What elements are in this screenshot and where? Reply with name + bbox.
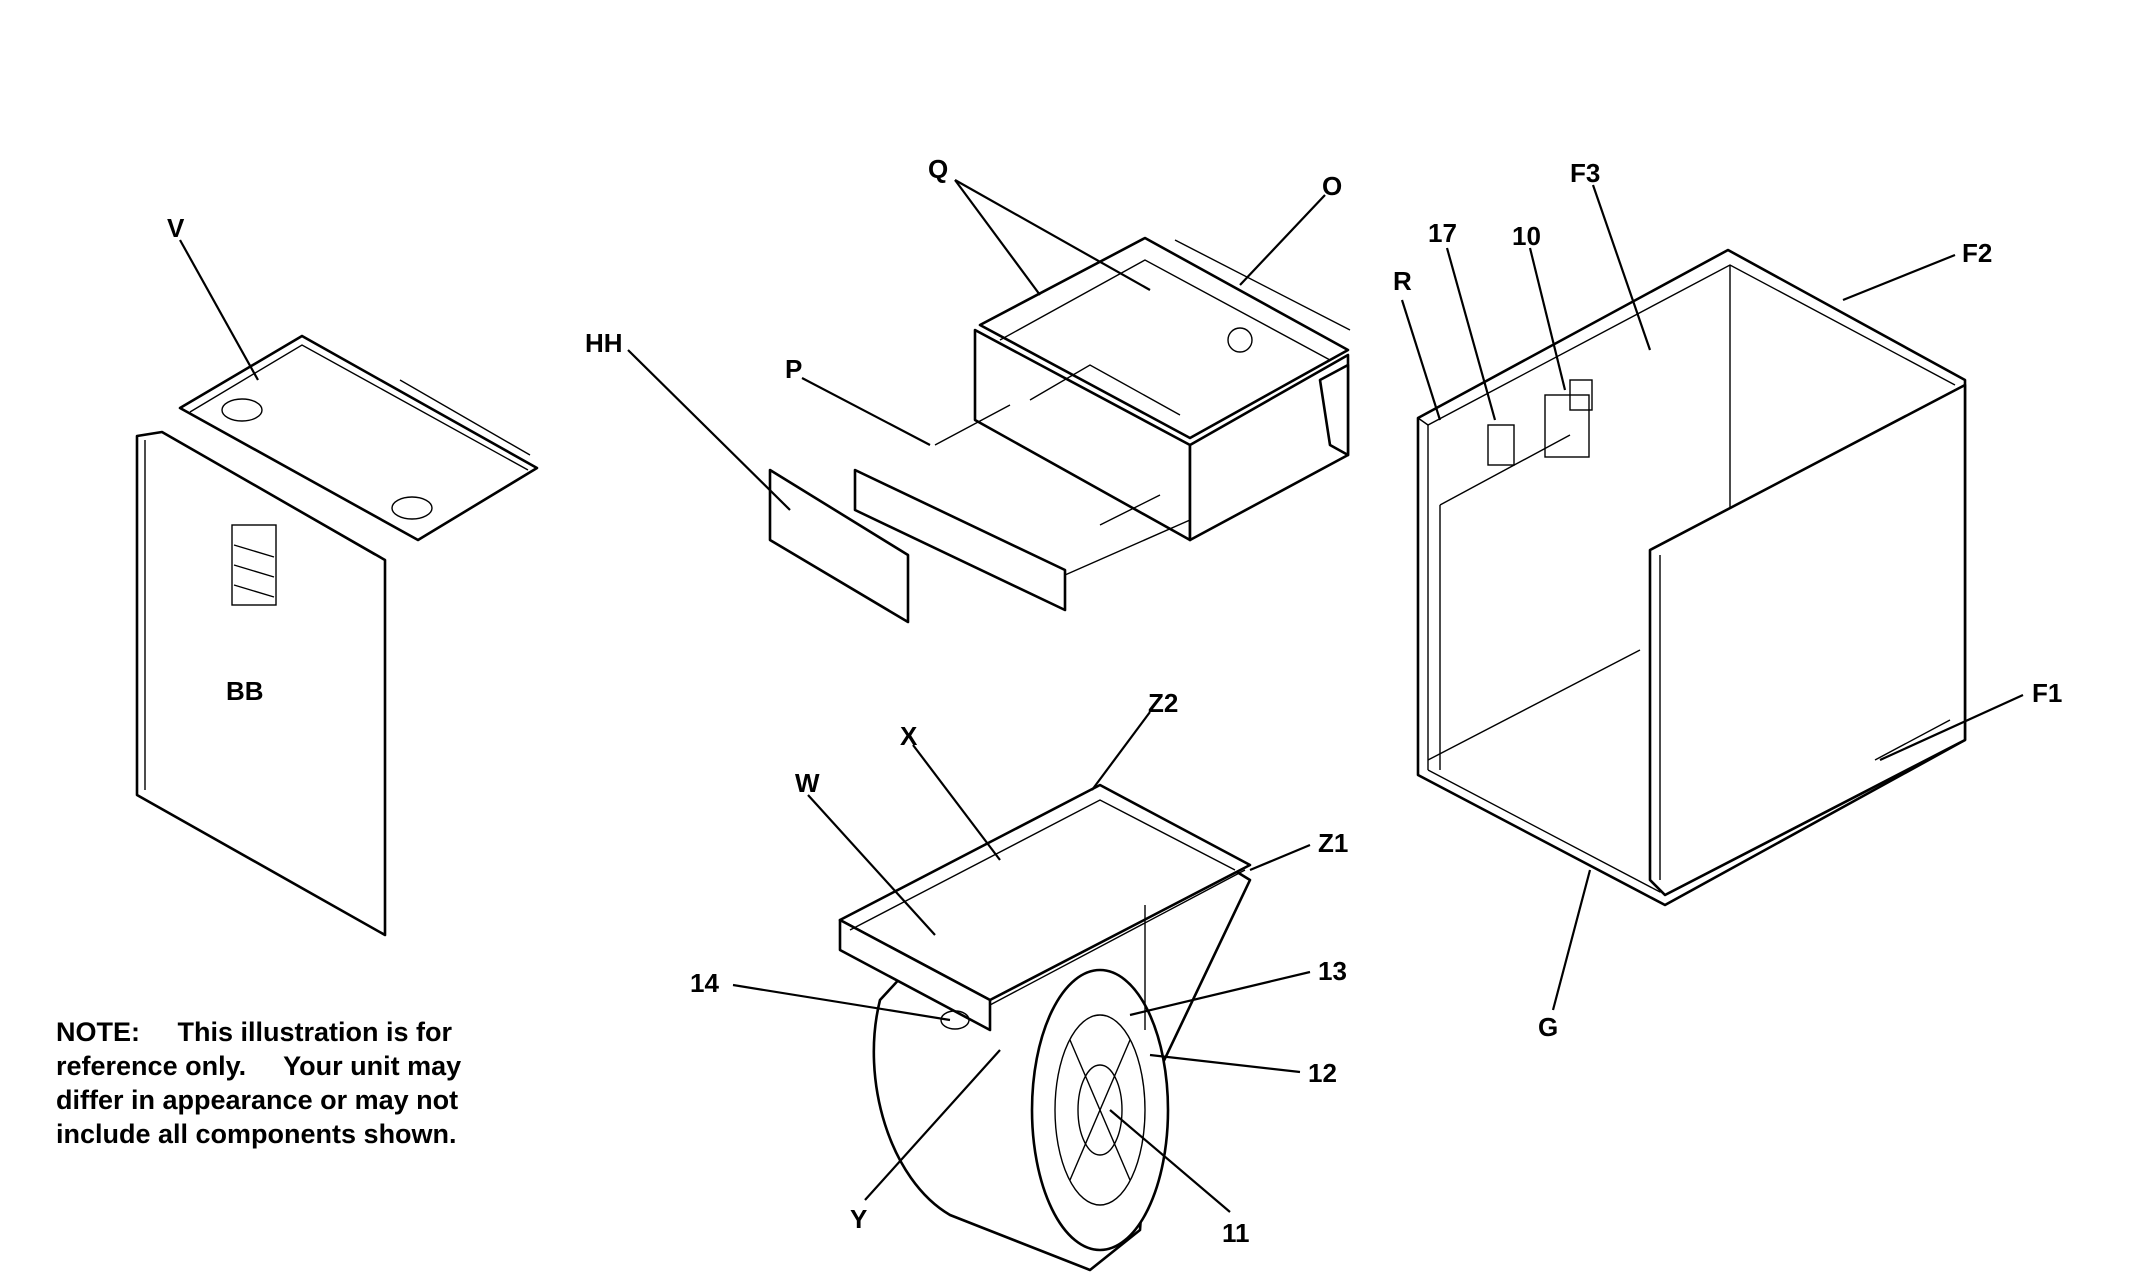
callout-f3: F3 <box>1570 158 1600 188</box>
callout-labels: V BB HH P Q O R 17 10 F3 F2 F1 G W X Z2 … <box>167 154 2062 1248</box>
callout-bb: BB <box>226 676 264 706</box>
shelf-assembly-p <box>853 236 1351 612</box>
callout-z2: Z2 <box>1148 688 1178 718</box>
callout-f1: F1 <box>2032 678 2062 708</box>
note-line-4: include all components shown. <box>56 1119 457 1149</box>
callout-x: X <box>900 721 918 751</box>
callout-o: O <box>1322 171 1342 201</box>
blower-assembly <box>838 783 1252 1272</box>
callout-12: 12 <box>1308 1058 1337 1088</box>
callout-v: V <box>167 213 185 243</box>
callout-z1: Z1 <box>1318 828 1348 858</box>
top-panel-v <box>178 334 539 542</box>
note-line-3: differ in appearance or may not <box>56 1085 459 1115</box>
door-panel-bb <box>135 430 387 937</box>
callout-w: W <box>795 768 820 798</box>
cabinet-f <box>1416 248 1967 907</box>
callout-y: Y <box>850 1204 867 1234</box>
callout-hh: HH <box>585 328 623 358</box>
callout-11: 11 <box>1222 1218 1250 1248</box>
filter-hh <box>768 468 910 624</box>
callout-r: R <box>1393 266 1412 296</box>
callout-14: 14 <box>690 968 719 998</box>
disclaimer-note: NOTE: This illustration is for reference… <box>56 1015 556 1151</box>
callout-q: Q <box>928 154 948 184</box>
note-line-1: NOTE: This illustration is for <box>56 1017 453 1047</box>
note-line-2: reference only. Your unit may <box>56 1051 462 1081</box>
callout-10: 10 <box>1512 221 1541 251</box>
callout-p: P <box>785 354 802 384</box>
leader-lines <box>179 179 2024 1213</box>
callout-17: 17 <box>1428 218 1457 248</box>
callout-13: 13 <box>1318 956 1347 986</box>
callout-f2: F2 <box>1962 238 1992 268</box>
callout-g: G <box>1538 1012 1558 1042</box>
